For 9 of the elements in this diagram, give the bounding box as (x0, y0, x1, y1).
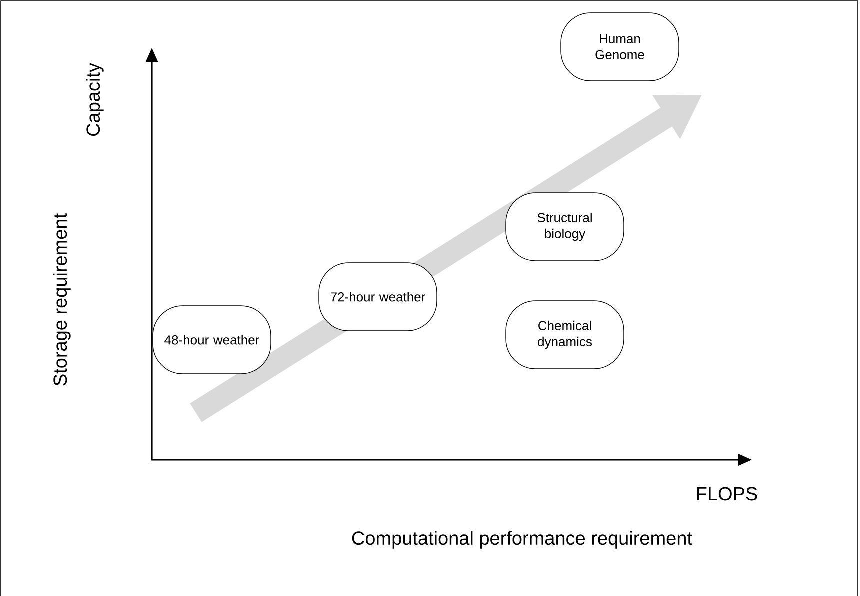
rounded-box: 72-hour weather (318, 262, 438, 332)
axis-label: Capacity (86, 63, 104, 136)
axis-label: Storage requirement (53, 214, 71, 386)
axis-label: Computational performance requirement (352, 531, 692, 549)
rounded-box: Structural biology (506, 192, 624, 262)
axis-label: FLOPS (697, 487, 758, 501)
rounded-box: 48-hour weather (152, 306, 272, 374)
rounded-box: Chemical dynamics (506, 300, 624, 370)
rounded-box: Human Genome (560, 12, 680, 82)
